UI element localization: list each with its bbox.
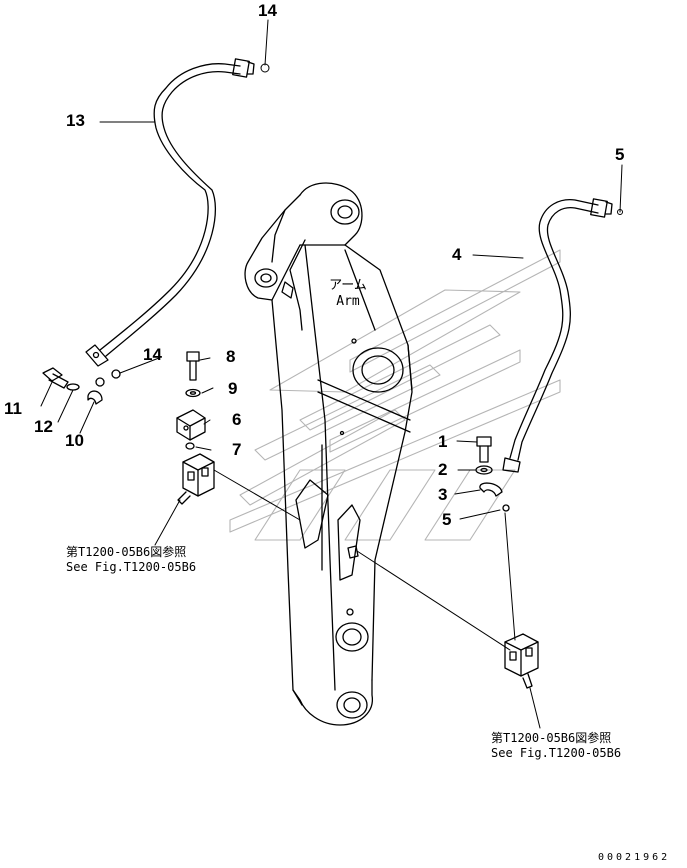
callout-10: 10 [65,431,84,450]
callout-12: 12 [34,417,53,436]
callout-14-top: 14 [258,1,277,20]
drawing-number: 00021962 [598,852,671,863]
block-6 [176,351,206,450]
callout-4: 4 [452,245,462,264]
callout-8: 8 [226,347,236,366]
reference-left-jp: 第T1200-05B6図参照 [66,545,187,559]
callout-2: 2 [438,460,448,479]
reference-right-jp: 第T1200-05B6図参照 [491,731,612,745]
valve-left [177,453,215,505]
reference-note-right: 第T1200-05B6図参照 See Fig.T1200-05B6 [491,731,621,761]
callout-3: 3 [438,485,448,504]
leader-lines [40,19,623,729]
callout-9: 9 [228,379,238,398]
arm-label: アーム Arm [318,278,378,310]
arm-body [244,182,413,726]
reference-note-left: 第T1200-05B6図参照 See Fig.T1200-05B6 [66,545,196,575]
hose-4 [502,198,613,473]
reference-right-en: See Fig.T1200-05B6 [491,746,622,760]
callout-13: 13 [66,111,85,130]
valve-right [504,633,539,689]
arm-label-en: Arm [336,294,360,309]
parts-10-11-12 [42,367,121,405]
callout-7: 7 [232,440,242,459]
arm-label-jp: アーム [329,278,367,293]
watermark-logo [229,249,561,541]
callout-5-mid: 5 [442,510,452,529]
callout-6: 6 [232,410,242,429]
callout-1: 1 [438,432,448,451]
reference-left-en: See Fig.T1200-05B6 [66,560,197,574]
parts-1-2-3 [475,436,510,512]
callout-14-mid: 14 [143,345,162,364]
hose-13 [85,58,255,367]
callout-5-top: 5 [615,145,625,164]
callout-11: 11 [4,399,22,418]
